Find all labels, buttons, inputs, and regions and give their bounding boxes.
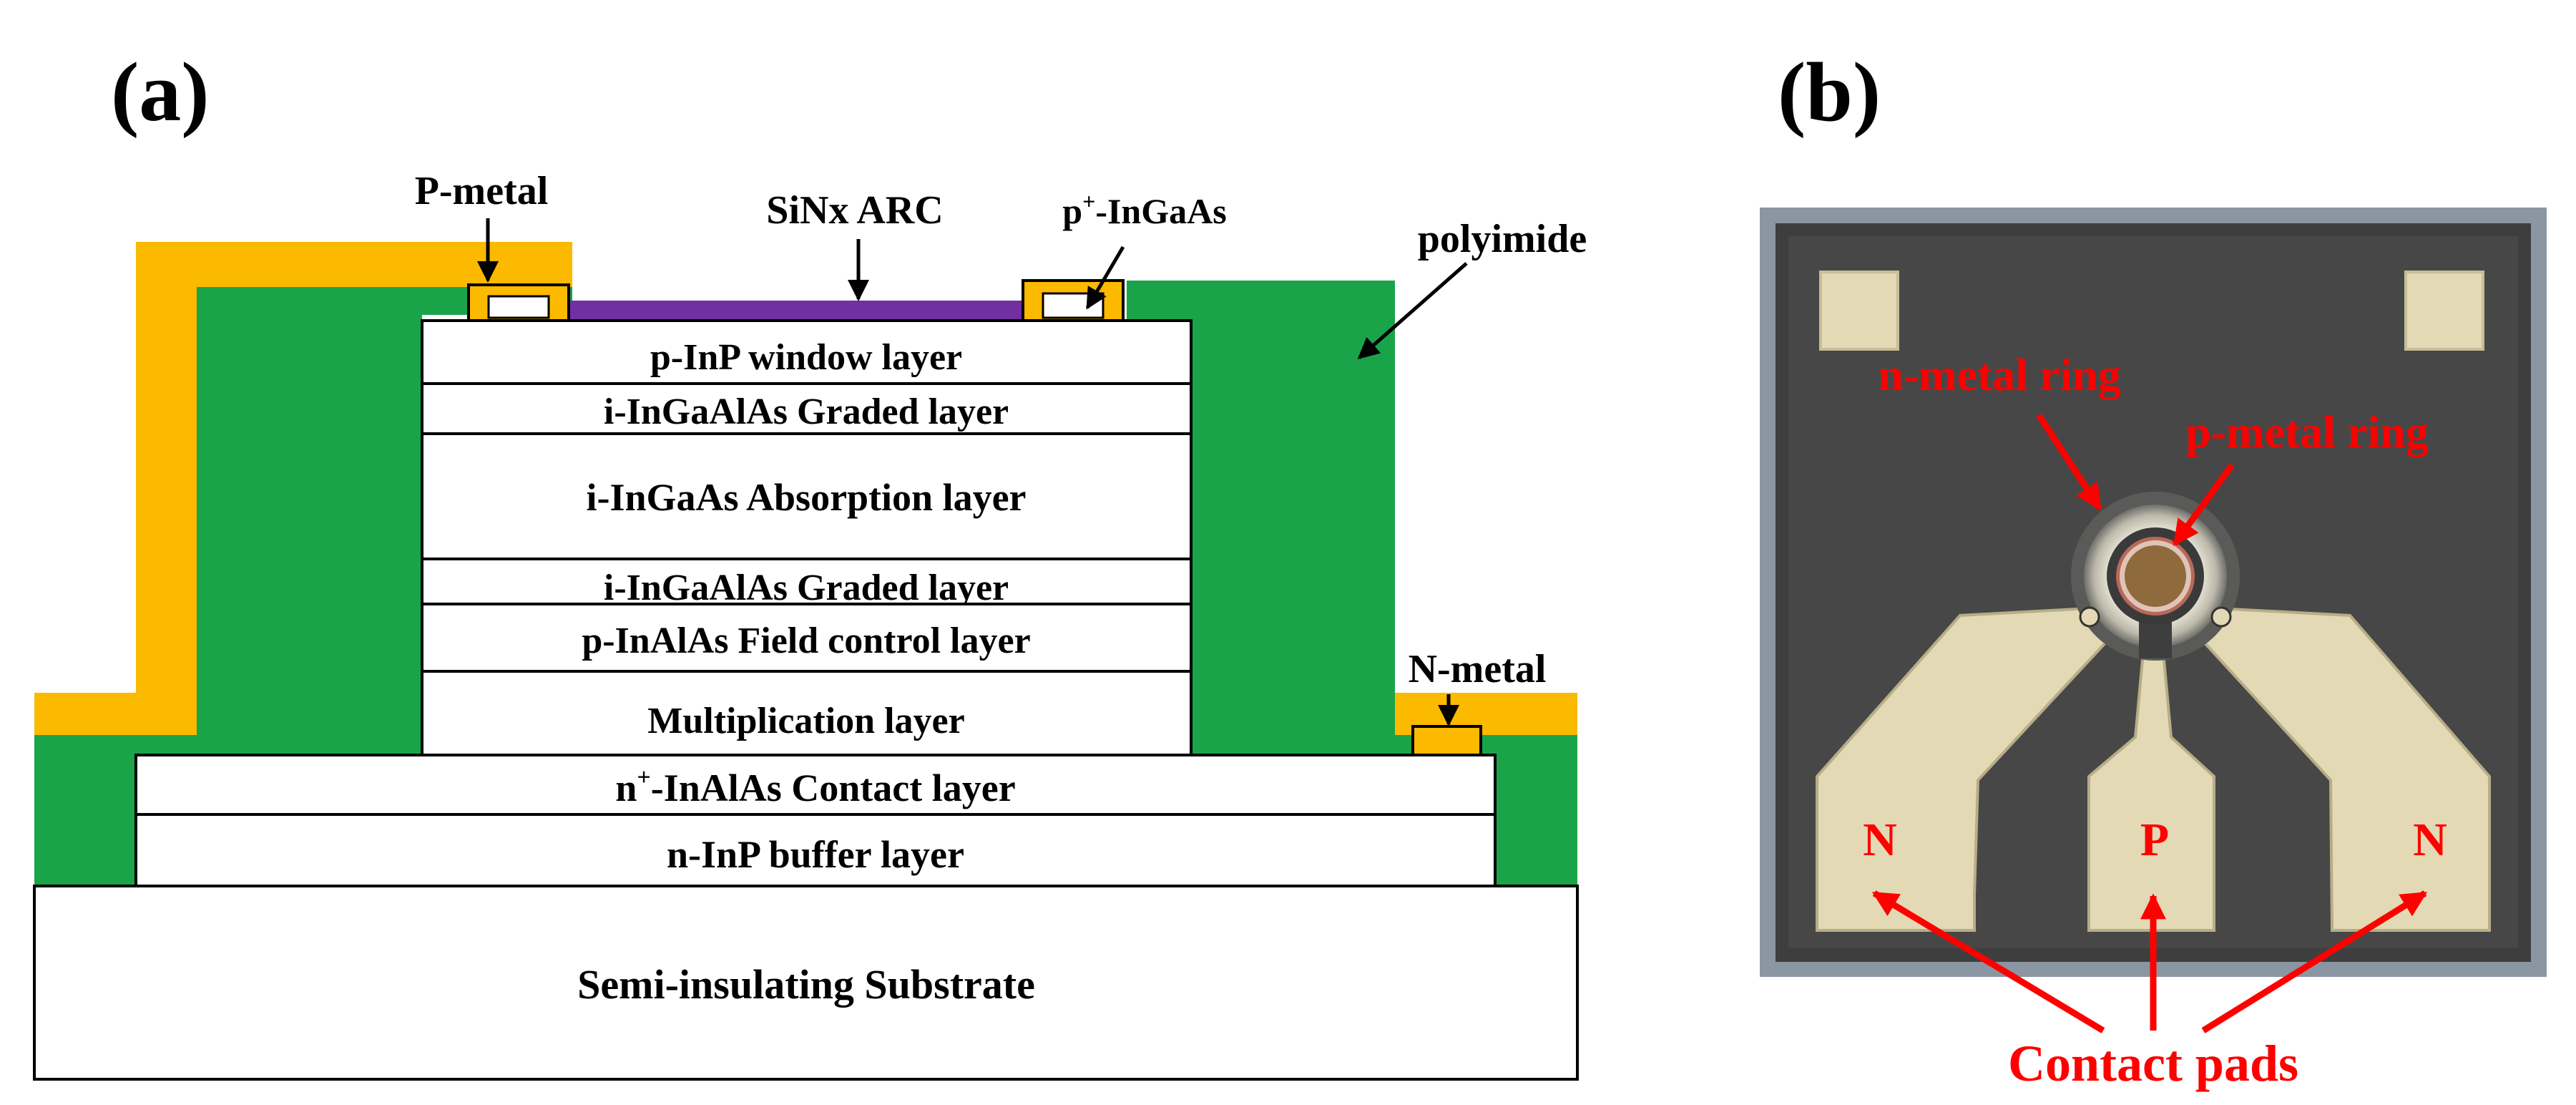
ring-contact-left <box>2079 606 2100 628</box>
arrow-n-metal-ring <box>2036 413 2102 511</box>
layer-substrate <box>33 885 1579 1081</box>
pad-right <box>2190 606 2491 932</box>
label-n-metal-ring: n-metal ring <box>1878 349 2121 400</box>
callout-sinx-arc: SiNx ARC <box>766 188 943 233</box>
panel-b: (b) n-metal ring p-metal ring N P N Cont… <box>1760 45 2547 1092</box>
arrow-contact-pad-right <box>2201 890 2428 1033</box>
callout-p-ingaas: p+-InGaAs <box>1062 188 1226 231</box>
layer-multiplication <box>421 670 1192 756</box>
layer-contact <box>134 754 1497 816</box>
layer-buffer <box>134 813 1497 887</box>
callout-p-metal: P-metal <box>415 169 549 213</box>
arrow-polyimide <box>1357 262 1468 359</box>
arrow-p-ingaas <box>1085 245 1125 310</box>
layer-graded-bottom-label: i-InGaAlAs Graded layer <box>604 568 1009 608</box>
pad-center <box>2087 636 2215 932</box>
pad-label-center: P <box>2140 814 2169 866</box>
layer-contact-label: n+-InAlAs Contact layer <box>615 764 1015 809</box>
sinx-arc-layer <box>565 301 1030 321</box>
layer-absorption-label: i-InGaAs Absorption layer <box>586 476 1026 519</box>
layer-graded-bottom <box>421 558 1192 605</box>
optical-window <box>2125 545 2186 607</box>
layer-graded-top-label: i-InGaAlAs Graded layer <box>604 391 1009 432</box>
layer-window <box>421 319 1192 385</box>
layer-multiplication-label: Multiplication layer <box>647 701 964 741</box>
corner-pad-left <box>1819 271 1899 351</box>
p-metal-layer <box>34 242 572 735</box>
layer-stack: p-InP window layer i-InGaAlAs Graded lay… <box>421 319 1192 756</box>
layer-field-control <box>421 603 1192 673</box>
callout-polyimide: polyimide <box>1418 217 1587 261</box>
arrow-contact-pad-left <box>1871 890 2105 1033</box>
layer-window-label: p-InP window layer <box>650 337 962 378</box>
arrow-p-metal-ring <box>2172 463 2235 546</box>
pad-left <box>1816 606 2120 932</box>
panel-a: (a) p-InP window layer i-InGaAlAs Graded… <box>33 45 1587 1081</box>
n-metal-contact <box>1411 725 1482 756</box>
panel-b-label: (b) <box>1778 45 1881 139</box>
layer-substrate-label: Semi-insulating Substrate <box>577 961 1035 1008</box>
callout-n-metal: N-metal <box>1409 647 1547 691</box>
p-contact-left-ingaas <box>487 295 550 319</box>
label-p-metal-ring: p-metal ring <box>2185 407 2429 457</box>
label-contact-pads: Contact pads <box>2008 1035 2298 1092</box>
layer-buffer-label: n-InP buffer layer <box>667 833 964 876</box>
corner-pad-right <box>2404 271 2484 351</box>
pad-label-right: N <box>2413 814 2447 866</box>
layer-field-control-label: p-InAlAs Field control layer <box>582 620 1030 661</box>
layer-absorption <box>421 432 1192 560</box>
ring-contact-right <box>2210 606 2232 628</box>
panel-a-label: (a) <box>111 45 210 139</box>
pad-label-left: N <box>1863 814 1897 866</box>
layer-graded-top <box>421 382 1192 435</box>
